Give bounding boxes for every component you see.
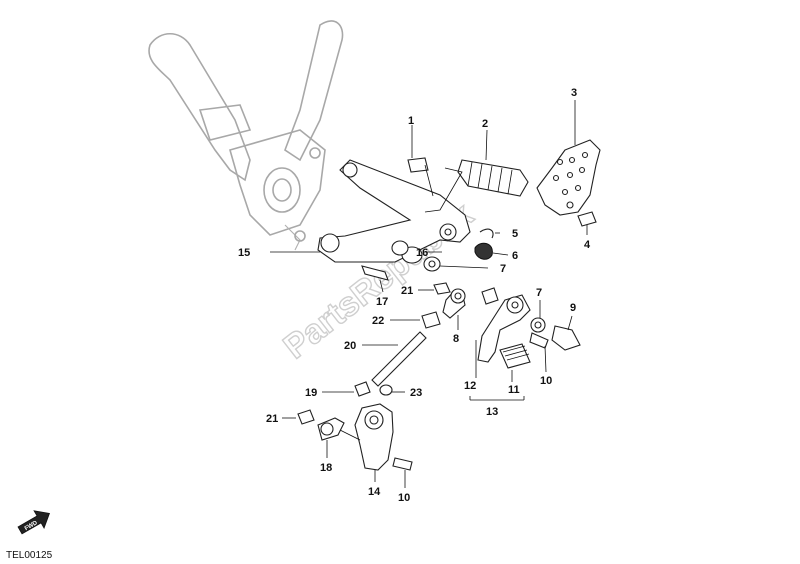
callout-13: 13 (486, 406, 498, 418)
part-14-lower-lever (354, 403, 394, 482)
callout-4: 4 (584, 239, 591, 251)
callout-23: 23 (410, 387, 422, 399)
part-6-spring (474, 242, 509, 260)
part-21-nut-upper (418, 282, 451, 295)
callout-15: 15 (238, 247, 250, 259)
part-21-nut-lower (282, 409, 315, 425)
callout-22: 22 (372, 315, 384, 327)
part-7-washer-upper (423, 256, 489, 272)
callout-17: 17 (376, 296, 388, 308)
part-5-clip (479, 228, 500, 239)
part-1-pin (407, 157, 434, 197)
callout-8: 8 (453, 333, 459, 345)
part-2-footpeg (424, 159, 529, 213)
callout-20: 20 (344, 340, 356, 352)
drawing-code: TEL00125 (6, 550, 53, 561)
part-9-pivot (551, 315, 581, 351)
part-23-washer (379, 384, 405, 396)
part-20-shift-rod (362, 331, 427, 387)
part-7-washer-lower (530, 300, 546, 333)
callout-10-upper: 10 (540, 375, 552, 387)
gear-lever-assembly (477, 294, 531, 369)
footrest-bracket (317, 159, 471, 263)
callout-18: 18 (320, 462, 332, 474)
callout-6: 6 (512, 250, 518, 262)
callout-1: 1 (408, 115, 414, 127)
frame-outline (148, 20, 344, 251)
callout-11: 11 (508, 384, 520, 396)
part-8-rod-end (442, 288, 466, 330)
callout-9: 9 (570, 302, 576, 314)
callout-3: 3 (571, 87, 577, 99)
callout-21-lower: 21 (266, 413, 278, 425)
callout-2: 2 (482, 118, 488, 130)
part-bushing-lever (481, 287, 499, 305)
fwd-arrow-icon: FWD (17, 510, 50, 535)
callout-14: 14 (368, 486, 381, 498)
callout-16: 16 (416, 247, 428, 259)
part-3-heel-plate (536, 139, 601, 216)
leader-2 (485, 129, 488, 161)
callout-12: 12 (464, 380, 476, 392)
bracket-13 (469, 396, 525, 401)
part-19-nut (322, 381, 371, 397)
part-22-nut (390, 311, 441, 329)
callout-5: 5 (512, 228, 518, 240)
part-10-bolt-lower (392, 457, 413, 488)
part-18-rod-end (317, 417, 361, 458)
part-17-bolt (361, 265, 389, 293)
callout-21-upper: 21 (401, 285, 413, 297)
callout-7-lower: 7 (536, 287, 542, 299)
part-10-bolt-upper (529, 332, 549, 373)
part-4-bolt (577, 211, 597, 235)
callout-7-upper: 7 (500, 263, 506, 275)
callout-10-lower: 10 (398, 492, 410, 504)
callout-19: 19 (305, 387, 317, 399)
part-16-bushing (391, 240, 423, 264)
